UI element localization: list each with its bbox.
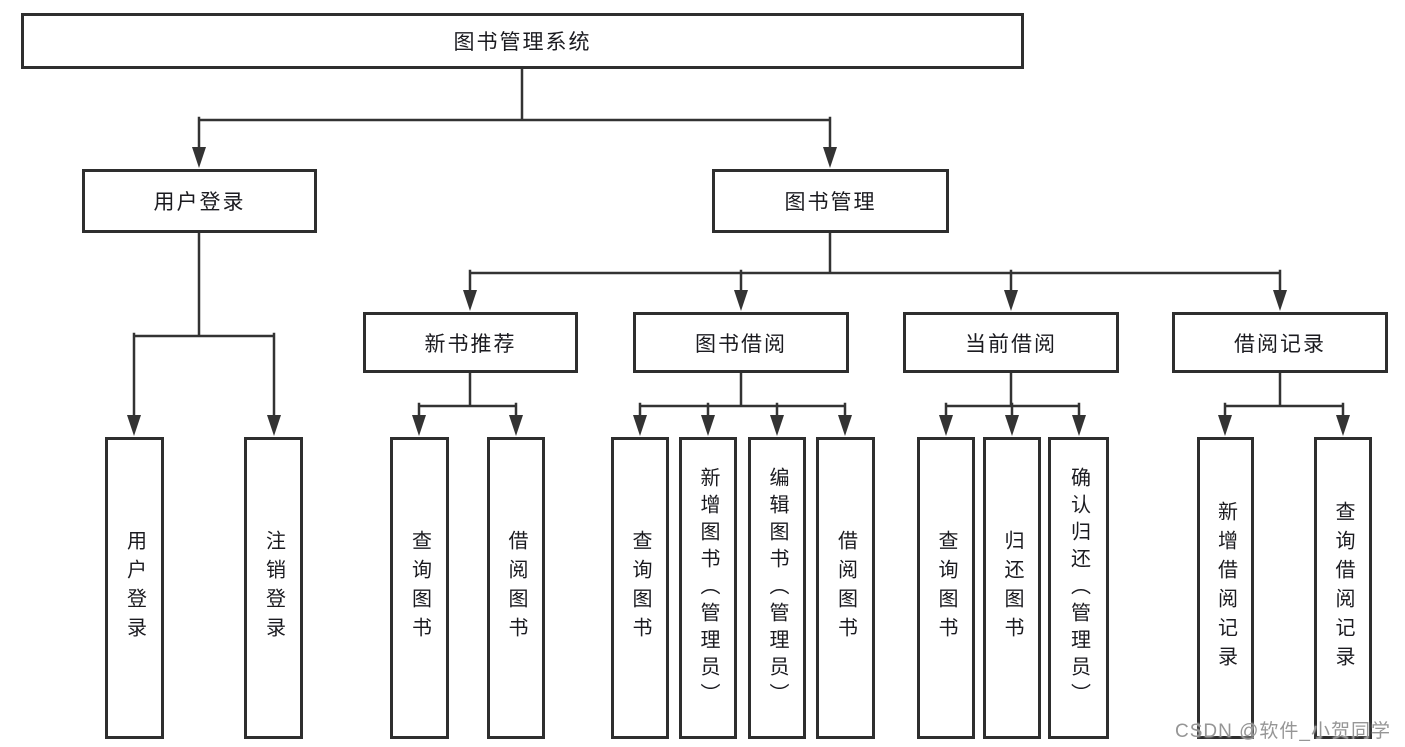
arrow-icon — [1273, 290, 1287, 311]
arrow-icon — [267, 415, 281, 436]
leaf-newbook-borrow-books: 借阅图书 — [487, 437, 545, 739]
arrow-icon — [412, 415, 426, 436]
arrow-icon — [1005, 415, 1019, 436]
arrow-icon — [1336, 415, 1350, 436]
leaf-label: 新增借阅记录 — [1214, 501, 1237, 675]
arrow-icon — [192, 147, 206, 168]
leaf-current-return-books: 归还图书 — [983, 437, 1041, 739]
leaf-label: 用户登录 — [123, 530, 146, 646]
arrowheads — [127, 147, 1350, 436]
leaf-borrow-borrow-books: 借阅图书 — [816, 437, 875, 739]
node-borrow-records: 借阅记录 — [1172, 312, 1388, 373]
connector-current-borrow-to-leaves — [944, 371, 1081, 422]
node-current-borrow: 当前借阅 — [903, 312, 1119, 373]
leaf-label: 查询图书 — [408, 530, 431, 646]
leaf-user-login: 用户登录 — [105, 437, 164, 739]
leaf-label: 注销登录 — [262, 530, 285, 646]
leaf-records-query-borrow-record: 查询借阅记录 — [1314, 437, 1372, 739]
node-label: 用户登录 — [153, 191, 246, 214]
connector-lines — [132, 67, 1345, 422]
connector-user-login-to-leaves — [132, 231, 276, 422]
node-new-book-recommend: 新书推荐 — [363, 312, 578, 373]
node-label: 图书管理 — [784, 191, 877, 214]
leaf-label: 查询图书 — [629, 530, 651, 646]
node-user-login: 用户登录 — [82, 169, 317, 233]
leaf-borrow-add-books-admin: 新增图书（管理员） — [679, 437, 737, 739]
csdn-watermark: CSDN @软件_小贺同学 — [1175, 721, 1391, 742]
leaf-label: 新增图书（管理员） — [697, 466, 719, 710]
leaf-label: 查询图书 — [935, 530, 957, 646]
arrow-icon — [770, 415, 784, 436]
node-label: 图书管理系统 — [453, 31, 592, 54]
leaf-label: 确认归还（管理员） — [1067, 466, 1090, 710]
connector-borrow-records-to-leaves — [1223, 371, 1345, 422]
leaf-logout: 注销登录 — [244, 437, 303, 739]
leaf-label: 借阅图书 — [505, 530, 527, 646]
arrow-icon — [127, 415, 141, 436]
node-label: 借阅记录 — [1234, 332, 1326, 356]
node-label: 当前借阅 — [965, 332, 1057, 356]
arrow-icon — [1072, 415, 1086, 436]
arrow-icon — [838, 415, 852, 436]
arrow-icon — [509, 415, 523, 436]
arrow-icon — [823, 147, 837, 168]
leaf-label: 编辑图书（管理员） — [766, 466, 788, 710]
connector-new-book-to-leaves — [417, 371, 518, 422]
node-book-management: 图书管理 — [712, 169, 949, 233]
leaf-borrow-edit-books-admin: 编辑图书（管理员） — [748, 437, 806, 739]
node-label: 图书借阅 — [695, 332, 787, 356]
leaf-current-confirm-return-admin: 确认归还（管理员） — [1048, 437, 1109, 739]
arrow-icon — [633, 415, 647, 436]
connector-root-to-level2 — [197, 67, 832, 154]
leaf-label: 归还图书 — [1001, 530, 1023, 646]
leaf-borrow-query-books: 查询图书 — [611, 437, 669, 739]
node-label: 新书推荐 — [424, 332, 517, 356]
arrow-icon — [701, 415, 715, 436]
leaf-current-query-books: 查询图书 — [917, 437, 975, 739]
leaf-label: 借阅图书 — [834, 530, 857, 646]
leaf-newbook-query-books: 查询图书 — [390, 437, 449, 739]
node-book-borrow: 图书借阅 — [633, 312, 849, 373]
connector-book-management-to-modules — [468, 231, 1282, 298]
arrow-icon — [1004, 290, 1018, 311]
leaf-records-add-borrow-record: 新增借阅记录 — [1197, 437, 1254, 739]
arrow-icon — [463, 290, 477, 311]
arrow-icon — [1218, 415, 1232, 436]
leaf-label: 查询借阅记录 — [1332, 501, 1354, 675]
arrow-icon — [734, 290, 748, 311]
node-library-management-system: 图书管理系统 — [21, 13, 1024, 69]
arrow-icon — [939, 415, 953, 436]
connector-book-borrow-to-leaves — [638, 371, 847, 422]
